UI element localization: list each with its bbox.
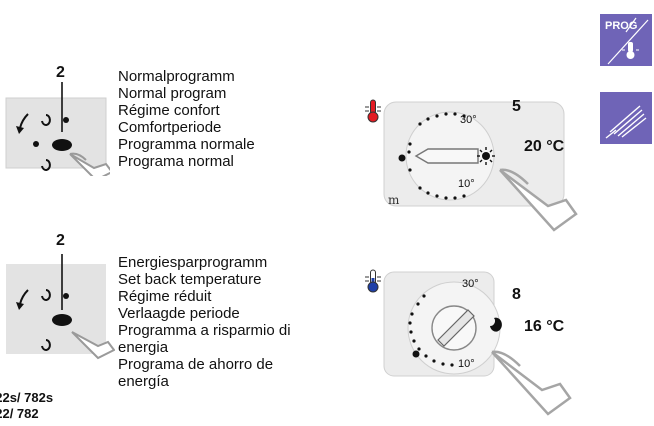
dial-figure-bottom [382, 268, 582, 418]
step-number-right-top: 5 [512, 98, 521, 115]
label-line: Energiesparprogramm [118, 254, 268, 271]
scale-high-top: 30° [460, 114, 477, 126]
label-line: Set back temperature [118, 271, 262, 288]
step-number-bottom-left: 2 [56, 232, 65, 249]
label-line: Programma normale [118, 136, 255, 153]
prog-icon: PROG [600, 14, 652, 66]
model-line: 722s/ 782s [0, 390, 54, 405]
model-line: 722/ 782 [0, 406, 39, 421]
label-line: energia [118, 339, 169, 356]
label-line: Régime réduit [118, 288, 212, 305]
label-line: Comfortperiode [118, 119, 222, 136]
prog-label: PROG [605, 20, 637, 32]
temperature-top: 20 °C [524, 138, 565, 155]
step-number-right-bottom: 8 [512, 286, 521, 303]
label-line: energía [118, 373, 169, 390]
label-line: Programa de ahorro de [118, 356, 274, 373]
program-labels-top: Normalprogramm Normal program Régime con… [118, 68, 358, 170]
label-line: Régime confort [118, 102, 220, 119]
program-labels-bottom: Energiesparprogramm Set back temperature… [118, 254, 358, 390]
switch-figure-bottom [0, 250, 116, 360]
sun-icon [477, 147, 495, 165]
scale-low-bottom: 10° [458, 358, 475, 370]
switch-figure-top [0, 66, 114, 182]
temperature-bottom: 16 °C [524, 318, 565, 335]
scale-low-top: 10° [458, 178, 475, 190]
hand-button-icon [600, 92, 652, 144]
step-number-top: 2 [56, 64, 65, 81]
label-line: Normalprogramm [118, 68, 235, 85]
thermometer-hot-icon [364, 98, 382, 124]
label-line: Programa normal [118, 153, 234, 170]
model-numbers: 722s/ 782s 722/ 782 [0, 390, 53, 422]
label-line: Programma a risparmio di [118, 322, 291, 339]
svg-text:m: m [388, 193, 400, 207]
scale-high-bottom: 30° [462, 278, 479, 290]
thermometer-cold-icon [364, 268, 382, 294]
dial-figure-top: m [382, 100, 582, 240]
moon-icon [490, 317, 502, 332]
label-line: Verlaagde periode [118, 305, 240, 322]
label-line: Normal program [118, 85, 227, 102]
